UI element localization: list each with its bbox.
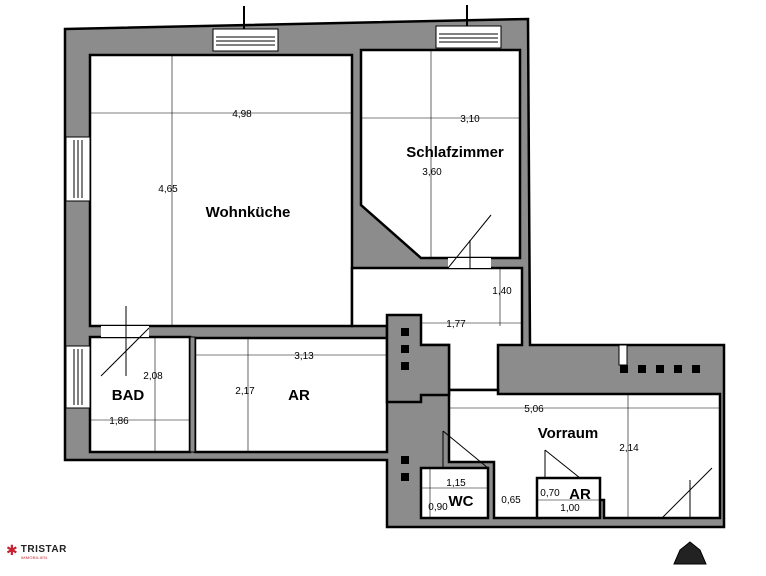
dim-wc-width: 1,15 (446, 478, 466, 489)
dim-door-width: 0,65 (501, 495, 521, 506)
brand-name: TRISTAR (20, 544, 67, 555)
dim-ar-small-depth: 0,70 (540, 488, 560, 499)
dim-ar-width: 3,13 (294, 351, 314, 362)
door-schlafzimmer (447, 214, 492, 269)
star-icon: ✱ (6, 543, 18, 559)
room-vorraum (447, 388, 722, 520)
dim-vorraum-depth: 2,14 (619, 443, 639, 454)
dimension-lines (90, 50, 720, 518)
label-vorraum: Vorraum (538, 425, 599, 442)
room-wc (419, 466, 490, 520)
dim-wc-depth: 0,90 (428, 502, 448, 513)
dim-wohnkueche-width: 4,98 (232, 109, 252, 120)
label-bad: BAD (112, 387, 145, 404)
dim-passage-depth: 1,40 (492, 286, 512, 297)
door-ar-small (544, 449, 581, 479)
label-ar-main: AR (288, 387, 310, 404)
label-wohnkueche: Wohnküche (206, 204, 291, 221)
dim-ar-small-width: 1,00 (560, 503, 580, 514)
dim-ar-depth: 2,17 (235, 386, 255, 397)
window-top-left (212, 6, 279, 52)
window-top-right (435, 5, 502, 49)
window-left-lower (65, 345, 91, 409)
window-left-upper (65, 136, 91, 202)
label-wc: WC (449, 493, 474, 510)
brand-tagline: IMMOBILIEN (20, 555, 48, 560)
north-arrow-icon (673, 541, 707, 565)
chimney-block (385, 313, 451, 404)
chimney-vents (401, 328, 700, 481)
door-entrance (661, 467, 713, 519)
dim-passage-width: 1,77 (446, 319, 466, 330)
door-bad (100, 306, 150, 377)
dim-schlafzimmer-depth: 3,60 (422, 167, 442, 178)
dim-bad-depth: 2,08 (143, 371, 163, 382)
label-schlafzimmer: Schlafzimmer (406, 144, 504, 161)
dim-schlafzimmer-width: 3,10 (460, 114, 480, 125)
label-ar-small: AR (569, 486, 591, 503)
room-ar-small (535, 476, 602, 520)
dim-wohnkueche-depth: 4,65 (158, 184, 178, 195)
door-wc (442, 430, 489, 469)
brand-logo: ✱ TRISTAR IMMOBILIEN (6, 544, 67, 560)
dim-bad-width: 1,86 (109, 416, 129, 427)
room-wohnkueche (88, 53, 354, 328)
dim-vorraum-width: 5,06 (524, 404, 544, 415)
